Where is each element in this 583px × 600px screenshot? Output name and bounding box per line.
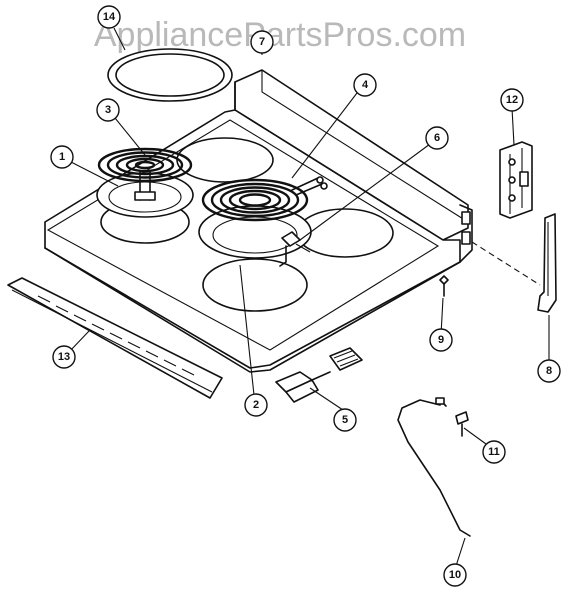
callout-7: 7 xyxy=(250,30,274,54)
part-13-vent-trim xyxy=(7,277,223,399)
callout-14: 14 xyxy=(97,5,121,29)
callout-1: 1 xyxy=(50,145,74,169)
part-10-wire xyxy=(397,397,471,537)
svg-text:7: 7 xyxy=(259,36,265,48)
svg-text:12: 12 xyxy=(506,94,518,106)
part-5-connector xyxy=(275,347,363,403)
watermark-text: AppliancePartsPros.com xyxy=(94,16,466,54)
svg-text:9: 9 xyxy=(438,334,444,346)
part-12-bracket xyxy=(499,141,533,219)
svg-text:1: 1 xyxy=(59,151,65,163)
callout-10: 10 xyxy=(443,563,467,587)
svg-text:3: 3 xyxy=(105,104,111,116)
svg-text:11: 11 xyxy=(488,446,500,458)
callout-13: 13 xyxy=(52,345,76,369)
svg-text:10: 10 xyxy=(449,569,461,581)
svg-text:5: 5 xyxy=(342,414,348,426)
callout-2: 2 xyxy=(244,393,268,417)
part-11-screw xyxy=(455,411,469,437)
svg-text:6: 6 xyxy=(434,132,440,144)
part-4-surface-element-large xyxy=(201,176,328,222)
callout-11: 11 xyxy=(482,440,506,464)
part-9-screw xyxy=(439,275,449,297)
callout-12: 12 xyxy=(500,88,524,112)
callout-8: 8 xyxy=(537,359,561,383)
svg-text:4: 4 xyxy=(362,79,369,91)
svg-text:13: 13 xyxy=(58,351,70,363)
part-8-side-trim xyxy=(471,213,557,313)
callout-5: 5 xyxy=(333,408,357,432)
callout-9: 9 xyxy=(429,328,453,352)
callout-6: 6 xyxy=(425,126,449,150)
part-3-surface-element-small xyxy=(97,147,193,201)
svg-text:8: 8 xyxy=(546,365,552,377)
svg-text:14: 14 xyxy=(103,11,116,23)
callout-4: 4 xyxy=(353,73,377,97)
svg-text:2: 2 xyxy=(253,399,259,411)
part-14-trim-ring xyxy=(107,48,233,102)
callout-3: 3 xyxy=(96,98,120,122)
